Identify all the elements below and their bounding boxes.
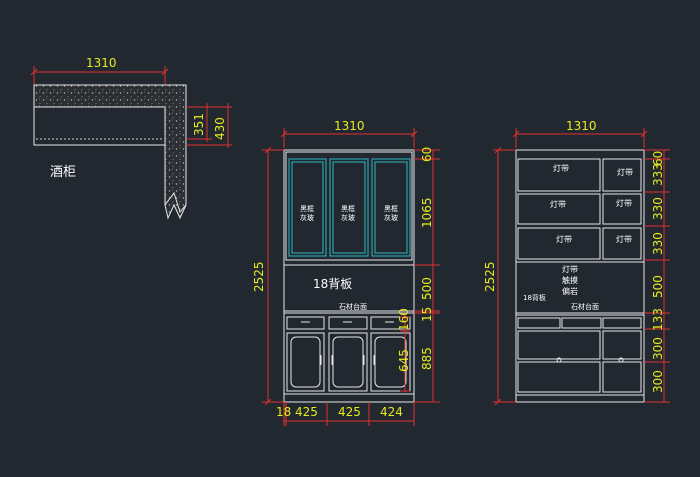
front-bottom-dim-424: 424 bbox=[380, 405, 403, 419]
glass-label-2b: 灰玻 bbox=[341, 213, 355, 222]
section-dim-330b: 330 bbox=[651, 232, 665, 255]
glass-label-1b: 灰玻 bbox=[300, 213, 314, 222]
lower-doors bbox=[286, 332, 411, 392]
glass-doors bbox=[288, 158, 411, 257]
glass-label-1a: 黑框 bbox=[300, 204, 314, 213]
section-mid-1: 灯带 bbox=[562, 264, 578, 274]
front-bottom-dim-425b: 425 bbox=[338, 405, 361, 419]
section-stone-label: 石材台面 bbox=[571, 302, 599, 311]
front-backboard-label: 18背板 bbox=[313, 277, 352, 291]
section-dim-330a: 330 bbox=[651, 197, 665, 220]
section-width-dim: 1310 bbox=[566, 119, 597, 133]
glass-label-2a: 黑框 bbox=[341, 204, 355, 213]
section-dim-333: 333 bbox=[651, 163, 665, 186]
section-dim-60: 60 bbox=[651, 151, 665, 166]
glass-label-3b: 灰玻 bbox=[384, 213, 398, 222]
section-dim-133: 133 bbox=[651, 308, 665, 331]
section-light-1: 灯带 bbox=[553, 163, 569, 173]
section-dim-500: 500 bbox=[651, 275, 665, 298]
plan-view: 1310 351 430 酒柜 bbox=[30, 56, 232, 220]
plan-dim-430: 430 bbox=[213, 117, 227, 140]
front-dim-15: 15 bbox=[420, 307, 434, 322]
section-dim-300a: 300 bbox=[651, 337, 665, 360]
section-light-4: 灯带 bbox=[616, 198, 632, 208]
front-stone-label: 石材台面 bbox=[339, 302, 367, 311]
section-light-5: 灯带 bbox=[556, 234, 572, 244]
lower-compartments bbox=[517, 317, 642, 393]
upper-compartments bbox=[517, 158, 642, 260]
front-dim-500: 500 bbox=[420, 277, 434, 300]
front-dim-645: 645 bbox=[397, 349, 411, 372]
section-light-3: 灯带 bbox=[550, 199, 566, 209]
front-frame bbox=[283, 149, 415, 403]
plan-dim-351: 351 bbox=[192, 113, 206, 136]
front-height-dim: 2525 bbox=[252, 261, 266, 292]
section-view: 1310 灯带 灯带 灯带 灯带 灯带 灯带 灯带 触摸 偏岩 18背板 石材台… bbox=[483, 119, 670, 406]
section-light-2: 灯带 bbox=[617, 167, 633, 177]
front-dim-1065: 1065 bbox=[420, 197, 434, 228]
section-mid-3: 偏岩 bbox=[562, 286, 578, 296]
front-bottom-dim-18: 18 bbox=[276, 405, 291, 419]
section-height-dim: 2525 bbox=[483, 261, 497, 292]
glass-label-3a: 黑框 bbox=[384, 204, 398, 213]
section-light-6: 灯带 bbox=[616, 234, 632, 244]
front-dim-885: 885 bbox=[420, 347, 434, 370]
plan-label: 酒柜 bbox=[50, 165, 76, 180]
drawers bbox=[286, 316, 411, 330]
front-elevation: 1310 黑框 灰玻 黑框 灰玻 黑框 灰玻 18背板 石材台面 bbox=[252, 119, 440, 426]
section-mid-2: 触摸 bbox=[562, 275, 578, 285]
plan-wall bbox=[33, 84, 187, 220]
front-width-dim: 1310 bbox=[334, 119, 365, 133]
section-dim-300b: 300 bbox=[651, 370, 665, 393]
section-frame bbox=[515, 149, 645, 403]
plan-width-dim: 1310 bbox=[86, 56, 117, 70]
front-bottom-dim-425a: 425 bbox=[295, 405, 318, 419]
front-dim-60: 60 bbox=[420, 147, 434, 162]
front-dim-160: 160 bbox=[397, 308, 411, 331]
section-backboard-label: 18背板 bbox=[523, 293, 546, 302]
plan-cabinet bbox=[33, 106, 166, 146]
